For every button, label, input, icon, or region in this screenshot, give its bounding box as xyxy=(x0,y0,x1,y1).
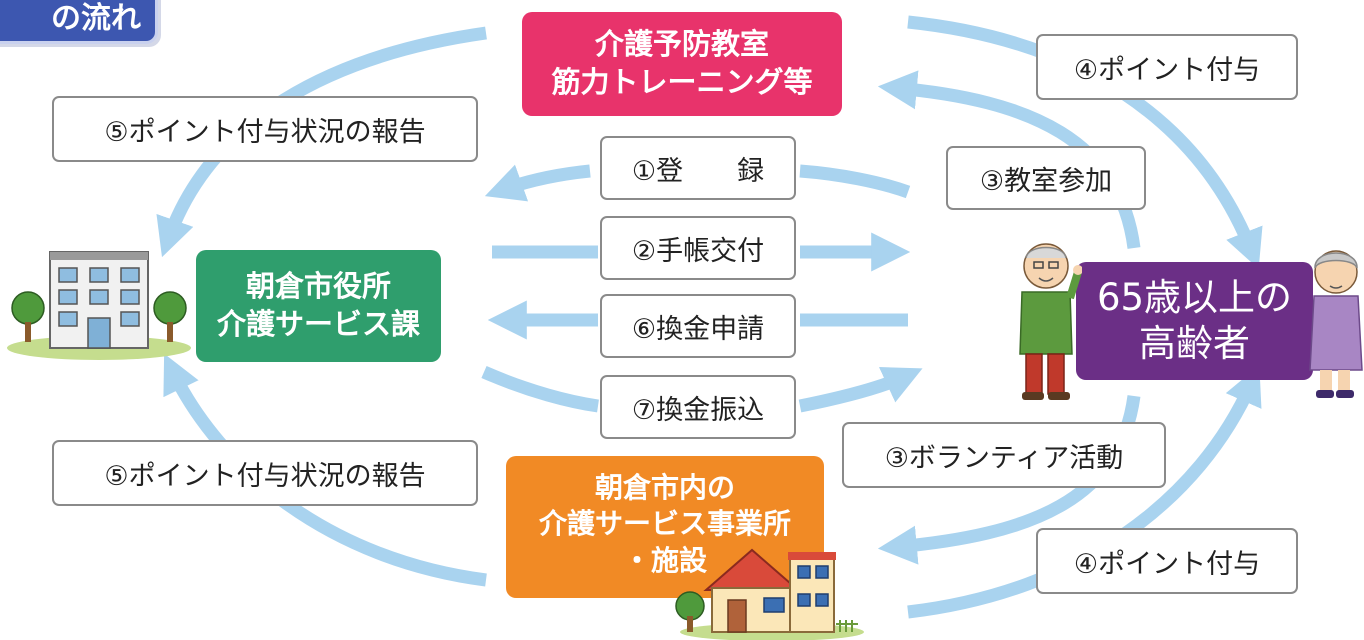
step-class-participation-label: ③教室参加 xyxy=(946,146,1146,210)
step-volunteer-label: ③ボランティア活動 xyxy=(842,422,1166,488)
step-exchange-transfer-label: ⑦換金振込 xyxy=(600,375,796,439)
elderly-node-line-1: 65歳以上の xyxy=(1096,275,1293,319)
step-handbook-label: ②手帳交付 xyxy=(600,216,796,280)
step-point-grant-bottom-label: ④ポイント付与 xyxy=(1036,528,1298,594)
step-register-label: ①登 録 xyxy=(600,136,796,200)
step-point-grant-top-label: ④ポイント付与 xyxy=(1036,34,1298,100)
class-node-line-2: 筋力トレーニング等 xyxy=(551,65,813,99)
step-exchange-request-label: ⑥換金申請 xyxy=(600,294,796,358)
step-report-bottom-label: ⑤ポイント付与状況の報告 xyxy=(52,440,478,506)
arrow-exchange-transfer xyxy=(481,372,906,413)
elderly-node: 65歳以上の 高齢者 xyxy=(1076,262,1313,380)
facility-node-line-1: 朝倉市内の xyxy=(594,471,735,504)
care-facility-house-icon xyxy=(675,548,864,640)
city-node-line-1: 朝倉市役所 xyxy=(245,269,391,304)
facility-node-line-3: ・施設 xyxy=(622,543,707,577)
step-report-top-label: ⑤ポイント付与状況の報告 xyxy=(52,96,478,162)
city-hall-node: 朝倉市役所 介護サービス課 xyxy=(196,250,441,362)
city-hall-building-icon xyxy=(7,251,191,360)
elderly-node-line-2: 高齢者 xyxy=(1139,322,1250,365)
arrow-register xyxy=(484,164,591,202)
care-prevention-class-node: 介護予防教室 筋力トレーニング等 xyxy=(522,12,842,116)
elderly-man-icon xyxy=(1019,243,1082,400)
class-node-line-1: 介護予防教室 xyxy=(594,27,769,62)
facility-node-line-2: 介護サービス事業所 xyxy=(538,507,791,541)
care-facility-node: 朝倉市内の 介護サービス事業所 ・施設 xyxy=(506,456,824,598)
city-node-line-2: 介護サービス課 xyxy=(216,307,420,341)
arrow-register-tail xyxy=(799,164,911,199)
elderly-woman-icon xyxy=(1309,250,1363,398)
title-tab: の流れ xyxy=(0,0,158,44)
